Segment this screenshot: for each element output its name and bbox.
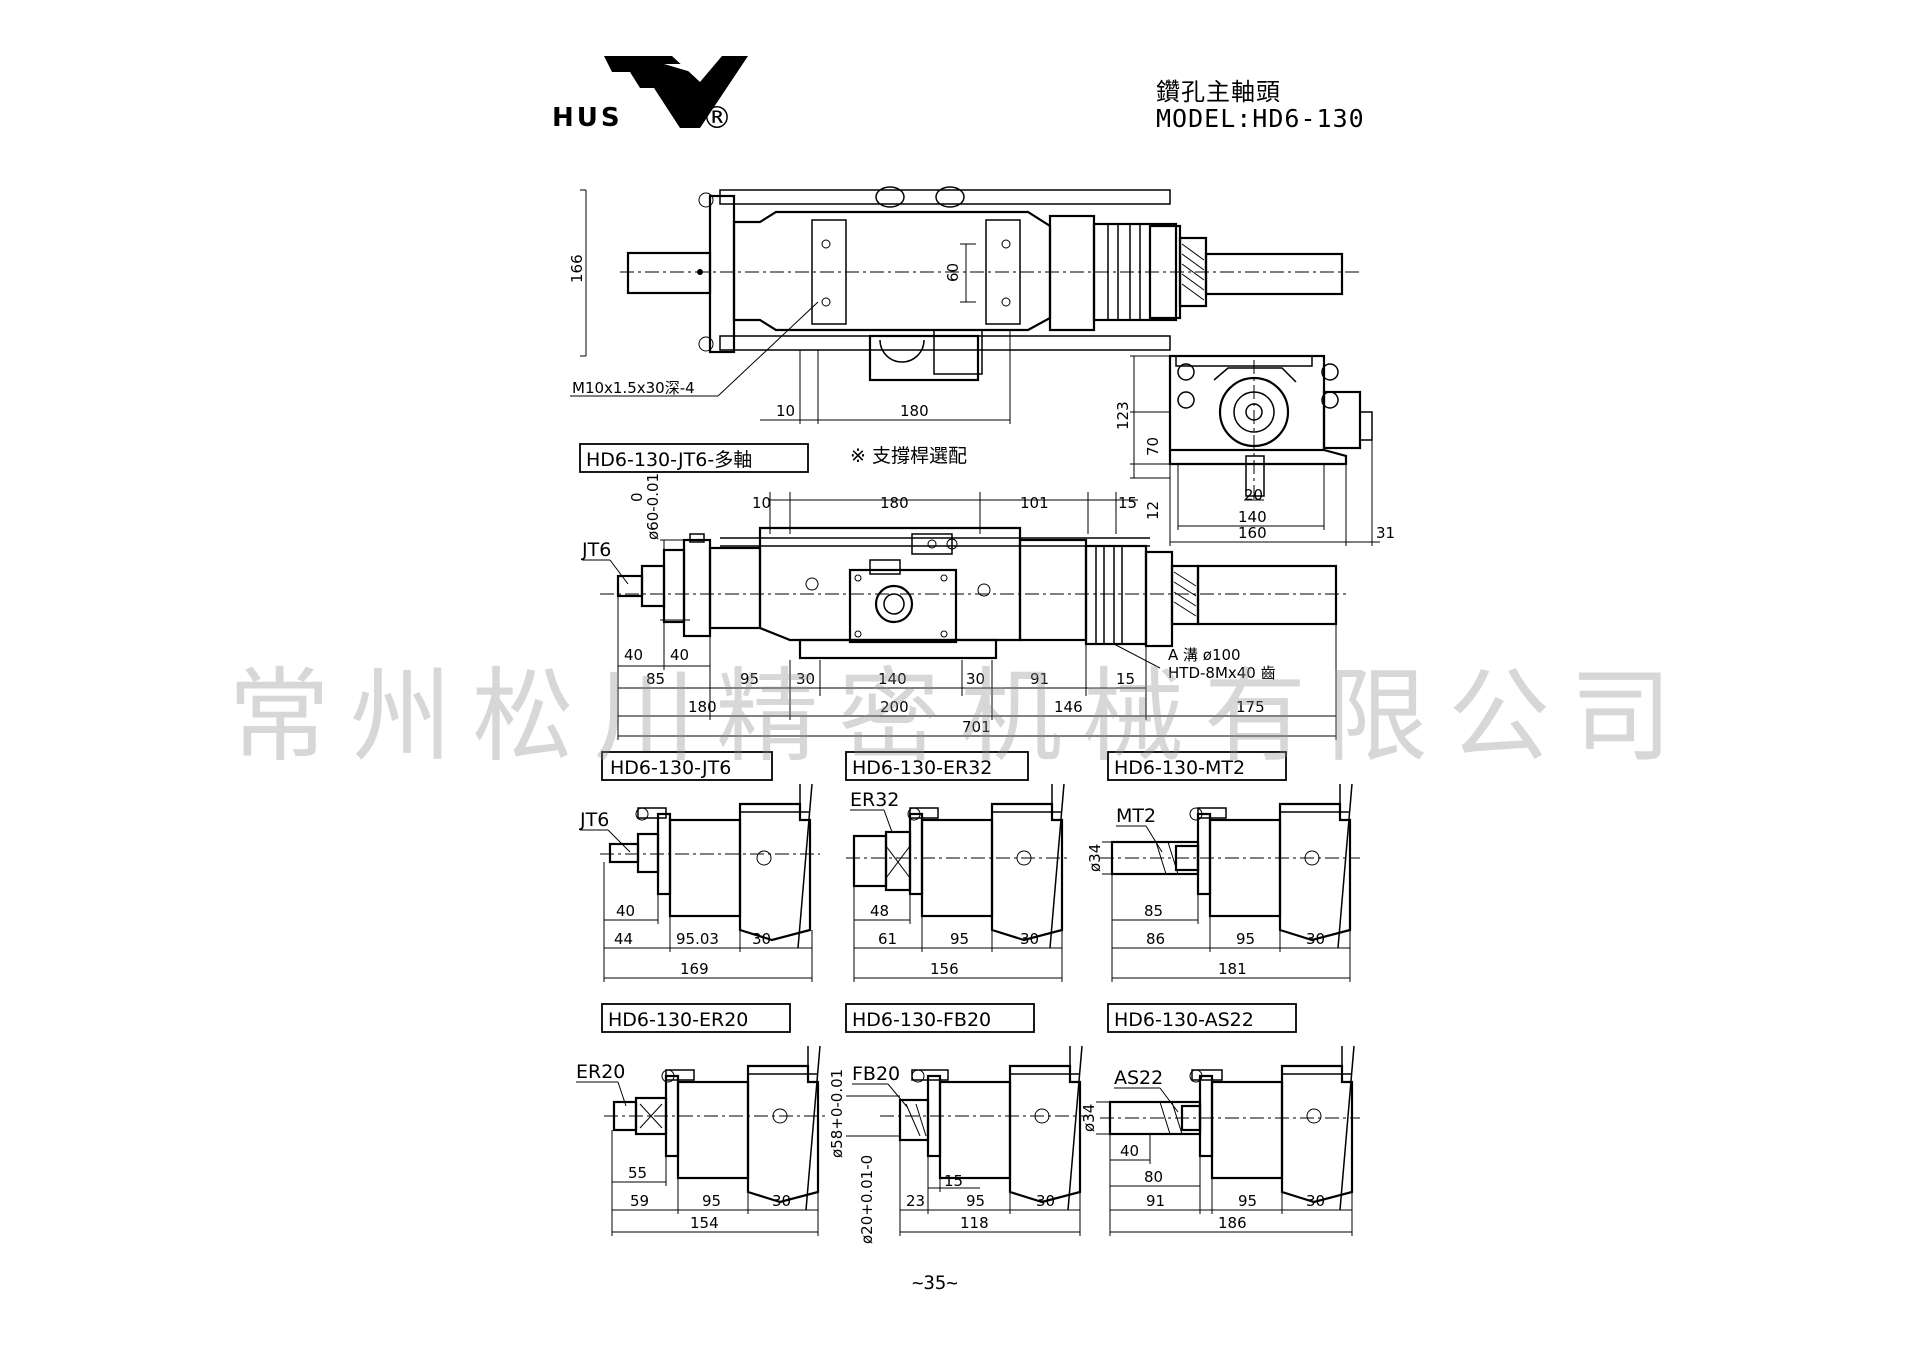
model-number: MODEL:HD6-130 [1156,104,1365,133]
tool-label-fb20: FB20 [852,1063,900,1085]
dim-95-fb20: 95 [966,1192,985,1210]
variant-title-er20: HD6-130-ER20 [608,1009,748,1031]
page-number: ~35~ [912,1272,958,1294]
dim-154-er20: 154 [690,1214,719,1232]
dim-30-as22: 30 [1306,1192,1325,1210]
dia-mt2: ø34 [1086,844,1104,872]
dim-10-top: 10 [776,402,795,420]
dim-30b-main: 30 [966,670,985,688]
hus-logo: HUS ® [552,56,748,136]
dim-20-end: 20 [1244,486,1263,504]
variant-er20: HD6-130-ER20 ER20 55 59 95 30 154 [576,1003,826,1236]
dim-160-end: 160 [1238,524,1267,542]
dim-95-er32: 95 [950,930,969,948]
dim-15b-main: 15 [1116,670,1135,688]
dim-12: 12 [1144,501,1162,520]
variant-box-multi: HD6-130-JT6-多軸 [586,449,752,471]
dim-61-er32: 61 [878,930,897,948]
dim-166: 166 [568,254,586,283]
dim-200-row3: 200 [880,698,909,716]
dim-118-fb20: 118 [960,1214,989,1232]
dim-85-main: 85 [646,670,665,688]
variant-title-as22: HD6-130-AS22 [1114,1009,1254,1031]
dim-30a-main: 30 [796,670,815,688]
tool-label-as22: AS22 [1114,1067,1163,1089]
dim-140-main: 140 [878,670,907,688]
dim-48-er32: 48 [870,902,889,920]
tool-label-mt2: MT2 [1116,805,1156,827]
dim-91-as22: 91 [1146,1192,1165,1210]
dim-95-er20: 95 [702,1192,721,1210]
dim-180-row3: 180 [688,698,717,716]
dim-59-er20: 59 [630,1192,649,1210]
registered-mark: ® [702,101,732,136]
variant-title-jt6: HD6-130-JT6 [610,757,731,779]
dia-as22: ø34 [1080,1104,1098,1132]
variant-as22: HD6-130-AS22 AS22 ø34 40 80 91 95 30 186 [1080,1003,1360,1236]
dim-101-main: 101 [1020,494,1049,512]
dim-15-main: 15 [1118,494,1137,512]
dim-10-main: 10 [752,494,771,512]
dim-40-jt6: 40 [616,902,635,920]
tool-label-er20: ER20 [576,1061,625,1083]
dim-180-top: 180 [900,402,929,420]
variant-title-er32: HD6-130-ER32 [852,757,992,779]
dim-146-row3: 146 [1054,698,1083,716]
dim-140-end: 140 [1238,508,1267,526]
dim-123: 123 [1114,401,1132,430]
variant-er32: HD6-130-ER32 ER32 48 61 95 30 156 [845,751,1070,982]
variant-title-fb20: HD6-130-FB20 [852,1009,991,1031]
dim-40b-main: 40 [670,646,689,664]
dim-156-er32: 156 [930,960,959,978]
dim-186-as22: 186 [1218,1214,1247,1232]
dim-30-jt6: 30 [752,930,771,948]
dim-15-fb20: 15 [944,1172,963,1190]
dim-91-main: 91 [1030,670,1049,688]
dim-181-mt2: 181 [1218,960,1247,978]
tool-label-er32: ER32 [850,789,899,811]
dim-9503-jt6: 95.03 [676,930,719,948]
top-view: 166 60 [568,186,1360,424]
dim-85-mt2: 85 [1144,902,1163,920]
variant-title-mt2: HD6-130-MT2 [1114,757,1245,779]
dim-30-er20: 30 [772,1192,791,1210]
dim-23-fb20: 23 [906,1192,925,1210]
support-rod-note: ※ 支撐桿選配 [850,445,967,467]
variant-fb20: HD6-130-FB20 FB20 ø58+0-0.01 ø20+0.01-0 … [828,1003,1090,1244]
variant-mt2: HD6-130-MT2 MT2 ø34 85 86 95 30 181 [1086,751,1360,982]
dim-701: 701 [962,718,991,736]
dim-95-as22: 95 [1238,1192,1257,1210]
dim-40-as22: 40 [1120,1142,1139,1160]
dim-30-er32: 30 [1020,930,1039,948]
dim-180-main: 180 [880,494,909,512]
dim-30-fb20: 30 [1036,1192,1055,1210]
variant-jt6: HD6-130-JT6 JT6 40 44 95.03 30 169 [579,751,820,982]
spindle-label-jt6: JT6 [581,539,611,561]
dim-70: 70 [1144,437,1162,456]
dim-169-jt6: 169 [680,960,709,978]
drawing-title: 鑽孔主軸頭 [1156,78,1281,106]
dim-95-mt2: 95 [1236,930,1255,948]
dim-dia60: ø60-0.01 [644,473,662,540]
dim-86-mt2: 86 [1146,930,1165,948]
dim-175-row3: 175 [1236,698,1265,716]
main-side-view: HD6-130-JT6-多軸 ※ 支撐桿選配 10 180 101 15 ø60… [579,443,1350,740]
dim-30-mt2: 30 [1306,930,1325,948]
dim-95-main: 95 [740,670,759,688]
tool-label-jt6: JT6 [579,809,609,831]
dim-44-jt6: 44 [614,930,633,948]
dim-dia60-upper: 0 [628,492,646,502]
tapped-hole-note: M10x1.5x30深-4 [572,379,695,397]
end-view: 123 70 12 20 140 160 31 [1114,354,1395,546]
dim-31-end: 31 [1376,524,1395,542]
dim-80-as22: 80 [1144,1168,1163,1186]
pulley-note-a: A 溝 ø100 [1168,646,1241,664]
dia-fb20-58: ø58+0-0.01 [828,1069,846,1158]
pulley-note-htd: HTD-8Mx40 齒 [1168,664,1276,682]
logo-text: HUS [552,103,623,133]
dim-40a-main: 40 [624,646,643,664]
dim-55-er20: 55 [628,1164,647,1182]
dia-fb20-20: ø20+0.01-0 [858,1155,876,1244]
